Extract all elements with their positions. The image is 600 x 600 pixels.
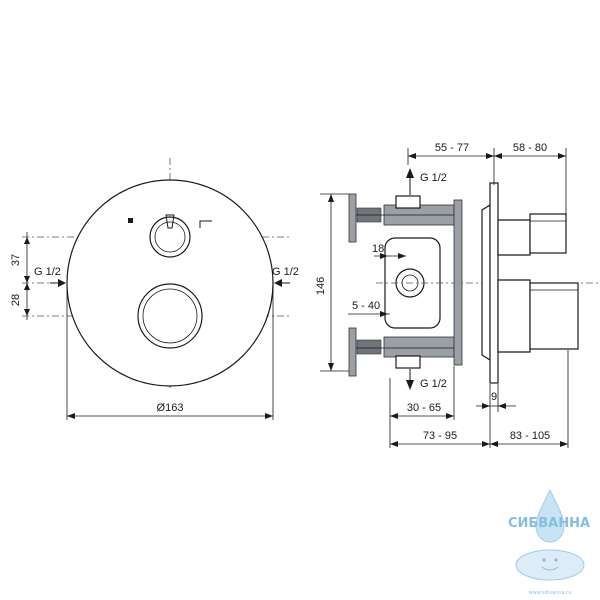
dim-18-arrow-left (380, 253, 388, 259)
thermostat-handle (529, 282, 579, 350)
selector-handle (529, 213, 567, 254)
bathtub-icon (515, 549, 585, 581)
dim-5-40-arrow (380, 311, 388, 317)
dim-83-105-arrow-right (560, 441, 568, 447)
diameter-arrow-right (265, 413, 273, 419)
bottom-valve-housing (383, 336, 455, 358)
inlet-right-arrow-icon (274, 279, 282, 287)
dim-18-label: 18 (372, 243, 384, 255)
top-connection-arrow-icon (406, 168, 414, 178)
thermostat-knob (137, 283, 203, 349)
selector-knob-indicator (165, 214, 175, 229)
dim-55-77-label: 55 - 77 (435, 142, 469, 154)
bottom-connection-arrow-icon (406, 380, 414, 390)
dim-18-arrow-right (398, 253, 406, 259)
side-view: 146 G 1/2 G 1/2 (315, 142, 600, 448)
dim-83-105-arrow-left (490, 441, 498, 447)
bathtub-eye-right-icon (554, 558, 558, 562)
spout-symbol-icon (199, 220, 212, 228)
watermark-brand: СИБВАННА (508, 516, 590, 531)
dim-73-95-label: 73 - 95 (423, 430, 457, 442)
dim-73-95-arrow-right (482, 441, 490, 447)
bottom-connection-label: G 1/2 (420, 378, 447, 390)
bottom-valve-body (356, 339, 382, 355)
diameter-arrow-left (67, 413, 75, 419)
selector-spindle (497, 219, 531, 256)
thermostat-spindle (497, 279, 531, 353)
dim-top-arrow-2 (486, 153, 494, 159)
inlet-left-label: G 1/2 (34, 266, 61, 278)
watermark-url: www.sibvanna.ru (529, 590, 572, 596)
dim-73-95-arrow-left (390, 441, 398, 447)
offset-arrow-bottom (24, 309, 30, 316)
dim-5-40-label: 5 - 40 (352, 300, 380, 312)
cover-plate-profile (489, 182, 499, 384)
watermark-logo: СИБВАННА www.sibvanna.ru (508, 488, 590, 596)
plaster-guard (453, 199, 463, 366)
top-connection-label: G 1/2 (420, 172, 447, 184)
selector-knob (149, 216, 191, 258)
height-arrow-top (328, 194, 334, 202)
offset-top-label: 37 (10, 254, 22, 266)
dim-top-arrow-3 (494, 153, 502, 159)
bathtub-smile-icon (541, 566, 559, 571)
dim-9-label: 9 (491, 391, 497, 403)
diameter-label: Ø163 (157, 402, 184, 414)
front-view: Ø163 37 28 G 1/2 G 1/2 (10, 158, 299, 420)
thermostat-knob-inner (142, 288, 198, 344)
dim-9-arrow-left (482, 403, 490, 409)
height-label: 146 (315, 277, 327, 295)
offset-arrow-mid-down (24, 283, 30, 290)
dim-top-arrow-1 (408, 153, 416, 159)
top-connection-fitting (395, 195, 421, 209)
height-arrow-bottom (328, 363, 334, 371)
selector-knob-inner (154, 221, 186, 253)
bottom-connection-fitting (395, 355, 421, 369)
inlet-left-arrow-icon (58, 279, 66, 287)
offset-arrow-mid-up (24, 276, 30, 283)
offset-arrow-top (24, 237, 30, 244)
top-valve-cap (348, 193, 357, 243)
bottom-valve-cap (348, 327, 357, 377)
offset-bottom-label: 28 (10, 294, 22, 306)
dim-83-105-label: 83 - 105 (510, 430, 550, 442)
shower-symbol-icon (128, 218, 133, 223)
water-drop-icon (535, 488, 565, 543)
dim-9-arrow-right (498, 403, 506, 409)
bathtub-eye-left-icon (542, 558, 546, 562)
inlet-right-label: G 1/2 (272, 266, 299, 278)
dim-30-65-label: 30 - 65 (407, 402, 441, 414)
dim-top-arrow-4 (558, 153, 566, 159)
dim-30-65-arrow-left (390, 413, 398, 419)
faceplate-circle (66, 179, 274, 387)
dim-30-65-arrow-right (446, 413, 454, 419)
cover-plate-side (481, 203, 491, 362)
dim-58-80-label: 58 - 80 (513, 142, 547, 154)
